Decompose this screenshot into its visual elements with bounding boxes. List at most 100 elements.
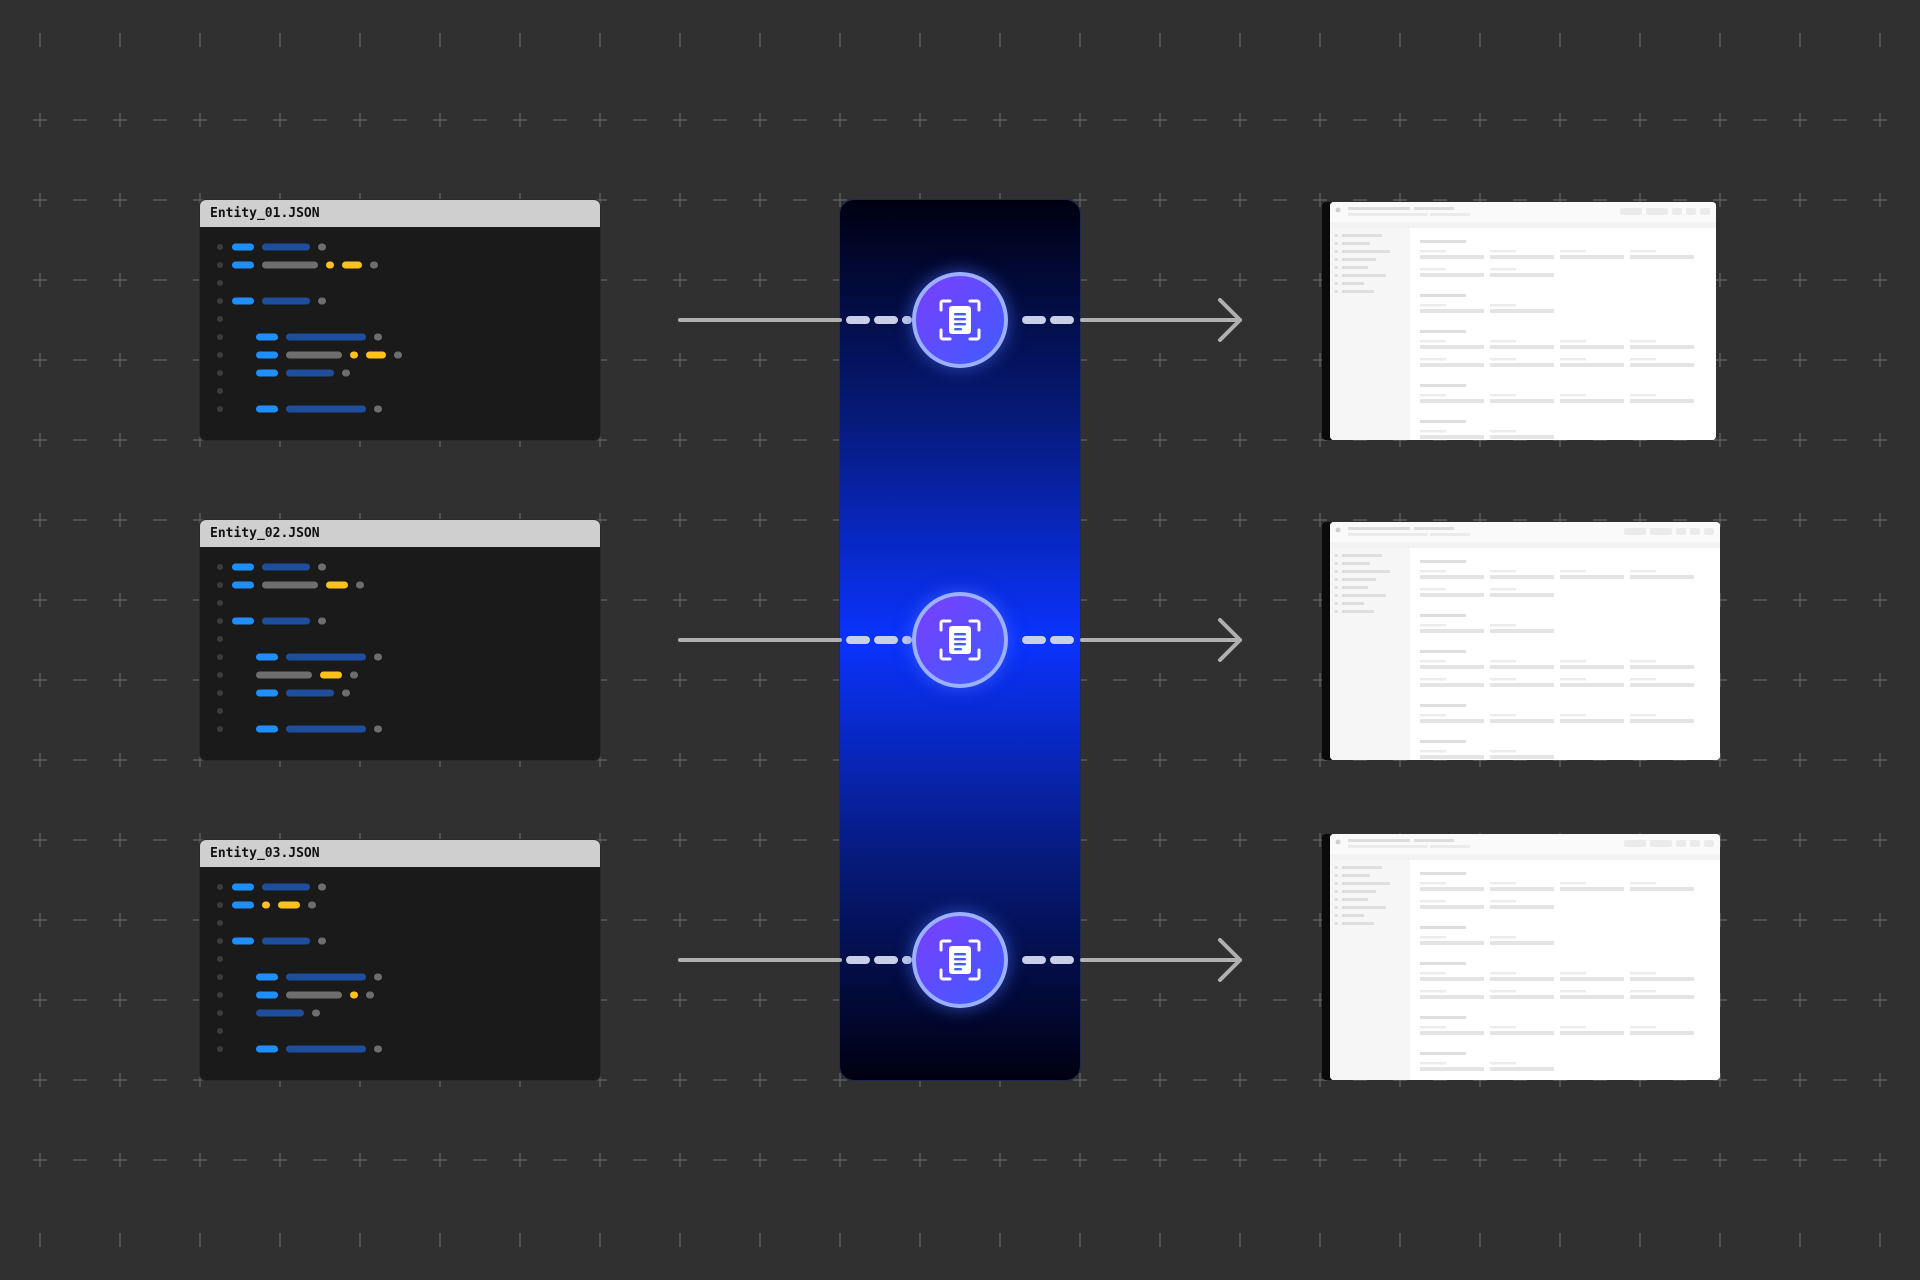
field-label (1490, 624, 1516, 627)
sidebar-bullet (1334, 586, 1338, 589)
output-ui-thumbnail-2 (1330, 522, 1720, 760)
line-gutter-dot (217, 564, 223, 570)
sidebar-bullet (1334, 274, 1338, 277)
section-heading (1420, 704, 1466, 707)
line-gutter-dot (217, 582, 223, 588)
document-line (954, 633, 966, 636)
field-value (1560, 363, 1624, 367)
field-label (1560, 1026, 1586, 1029)
code-token (262, 937, 310, 945)
field-label (1420, 268, 1446, 271)
field-value (1490, 273, 1554, 277)
sidebar-bullet (1334, 570, 1338, 573)
processing-node-1 (912, 272, 1008, 368)
line-gutter-dot (217, 992, 223, 998)
field-value (1490, 1031, 1554, 1035)
window-toolbar (1330, 222, 1716, 228)
sidebar-bullet (1334, 234, 1338, 237)
field-value (1490, 575, 1554, 579)
document-scan-icon (939, 619, 981, 661)
scan-corner (968, 648, 981, 661)
code-preview (217, 563, 382, 733)
sidebar-panel (1330, 228, 1410, 440)
line-gutter-dot (217, 352, 223, 358)
sidebar-item (1342, 874, 1370, 877)
field-value (1630, 255, 1694, 259)
sidebar-item (1342, 290, 1374, 293)
field-value (1420, 683, 1484, 687)
line-gutter-dot (217, 920, 223, 926)
field-label (1490, 268, 1516, 271)
sidebar-bullet (1334, 282, 1338, 285)
code-token (342, 261, 362, 269)
field-label (1420, 972, 1446, 975)
window-toolbar (1330, 542, 1720, 548)
json-file-card-1: Entity_01.JSON (200, 200, 600, 440)
document-line (954, 648, 962, 651)
sidebar-bullet (1334, 258, 1338, 261)
output-ui-thumbnail-3 (1330, 834, 1720, 1080)
sidebar-bullet (1334, 914, 1338, 917)
field-label (1420, 430, 1446, 433)
field-label (1630, 660, 1656, 663)
code-token (262, 297, 310, 305)
sidebar-item (1342, 914, 1364, 917)
sidebar-item (1342, 898, 1368, 901)
line-gutter-dot (217, 600, 223, 606)
line-gutter-dot (217, 938, 223, 944)
field-value (1560, 977, 1624, 981)
field-label (1420, 304, 1446, 307)
code-token (256, 991, 278, 999)
code-token (232, 297, 254, 305)
sidebar-panel (1330, 860, 1410, 1080)
code-token (262, 617, 310, 625)
field-label (1490, 972, 1516, 975)
field-value (1490, 683, 1554, 687)
field-label (1490, 882, 1516, 885)
code-token (232, 563, 254, 571)
code-token (286, 689, 334, 697)
sidebar-bullet (1334, 610, 1338, 613)
field-label (1490, 750, 1516, 753)
code-token (286, 333, 366, 341)
code-token (308, 901, 316, 909)
code-token (256, 333, 278, 341)
window-toolbar (1330, 854, 1720, 860)
field-label (1420, 678, 1446, 681)
field-label (1560, 394, 1586, 397)
field-label (1490, 358, 1516, 361)
field-value (1420, 593, 1484, 597)
field-label (1490, 250, 1516, 253)
topbar-button (1624, 840, 1646, 847)
field-value (1490, 977, 1554, 981)
document-line (954, 643, 966, 646)
line-gutter-dot (217, 654, 223, 660)
field-label (1560, 714, 1586, 717)
field-label (1420, 714, 1446, 717)
sidebar-bullet (1334, 890, 1338, 893)
field-value (1560, 1031, 1624, 1035)
field-value (1560, 683, 1624, 687)
code-token (262, 901, 270, 909)
line-gutter-dot (217, 956, 223, 962)
field-label (1490, 1062, 1516, 1065)
code-token (232, 937, 254, 945)
scan-corner (968, 939, 981, 952)
code-token (262, 243, 310, 251)
code-token (256, 689, 278, 697)
field-label (1420, 990, 1446, 993)
field-value (1420, 719, 1484, 723)
field-label (1490, 660, 1516, 663)
scan-corner (939, 648, 952, 661)
code-token (318, 617, 326, 625)
sidebar-item (1342, 922, 1374, 925)
document-line (954, 313, 966, 316)
field-label (1630, 358, 1656, 361)
code-token (312, 1009, 320, 1017)
field-value (1420, 345, 1484, 349)
line-gutter-dot (217, 974, 223, 980)
code-token (370, 261, 378, 269)
section-heading (1420, 962, 1466, 965)
line-gutter-dot (217, 316, 223, 322)
line-gutter-dot (217, 1028, 223, 1034)
